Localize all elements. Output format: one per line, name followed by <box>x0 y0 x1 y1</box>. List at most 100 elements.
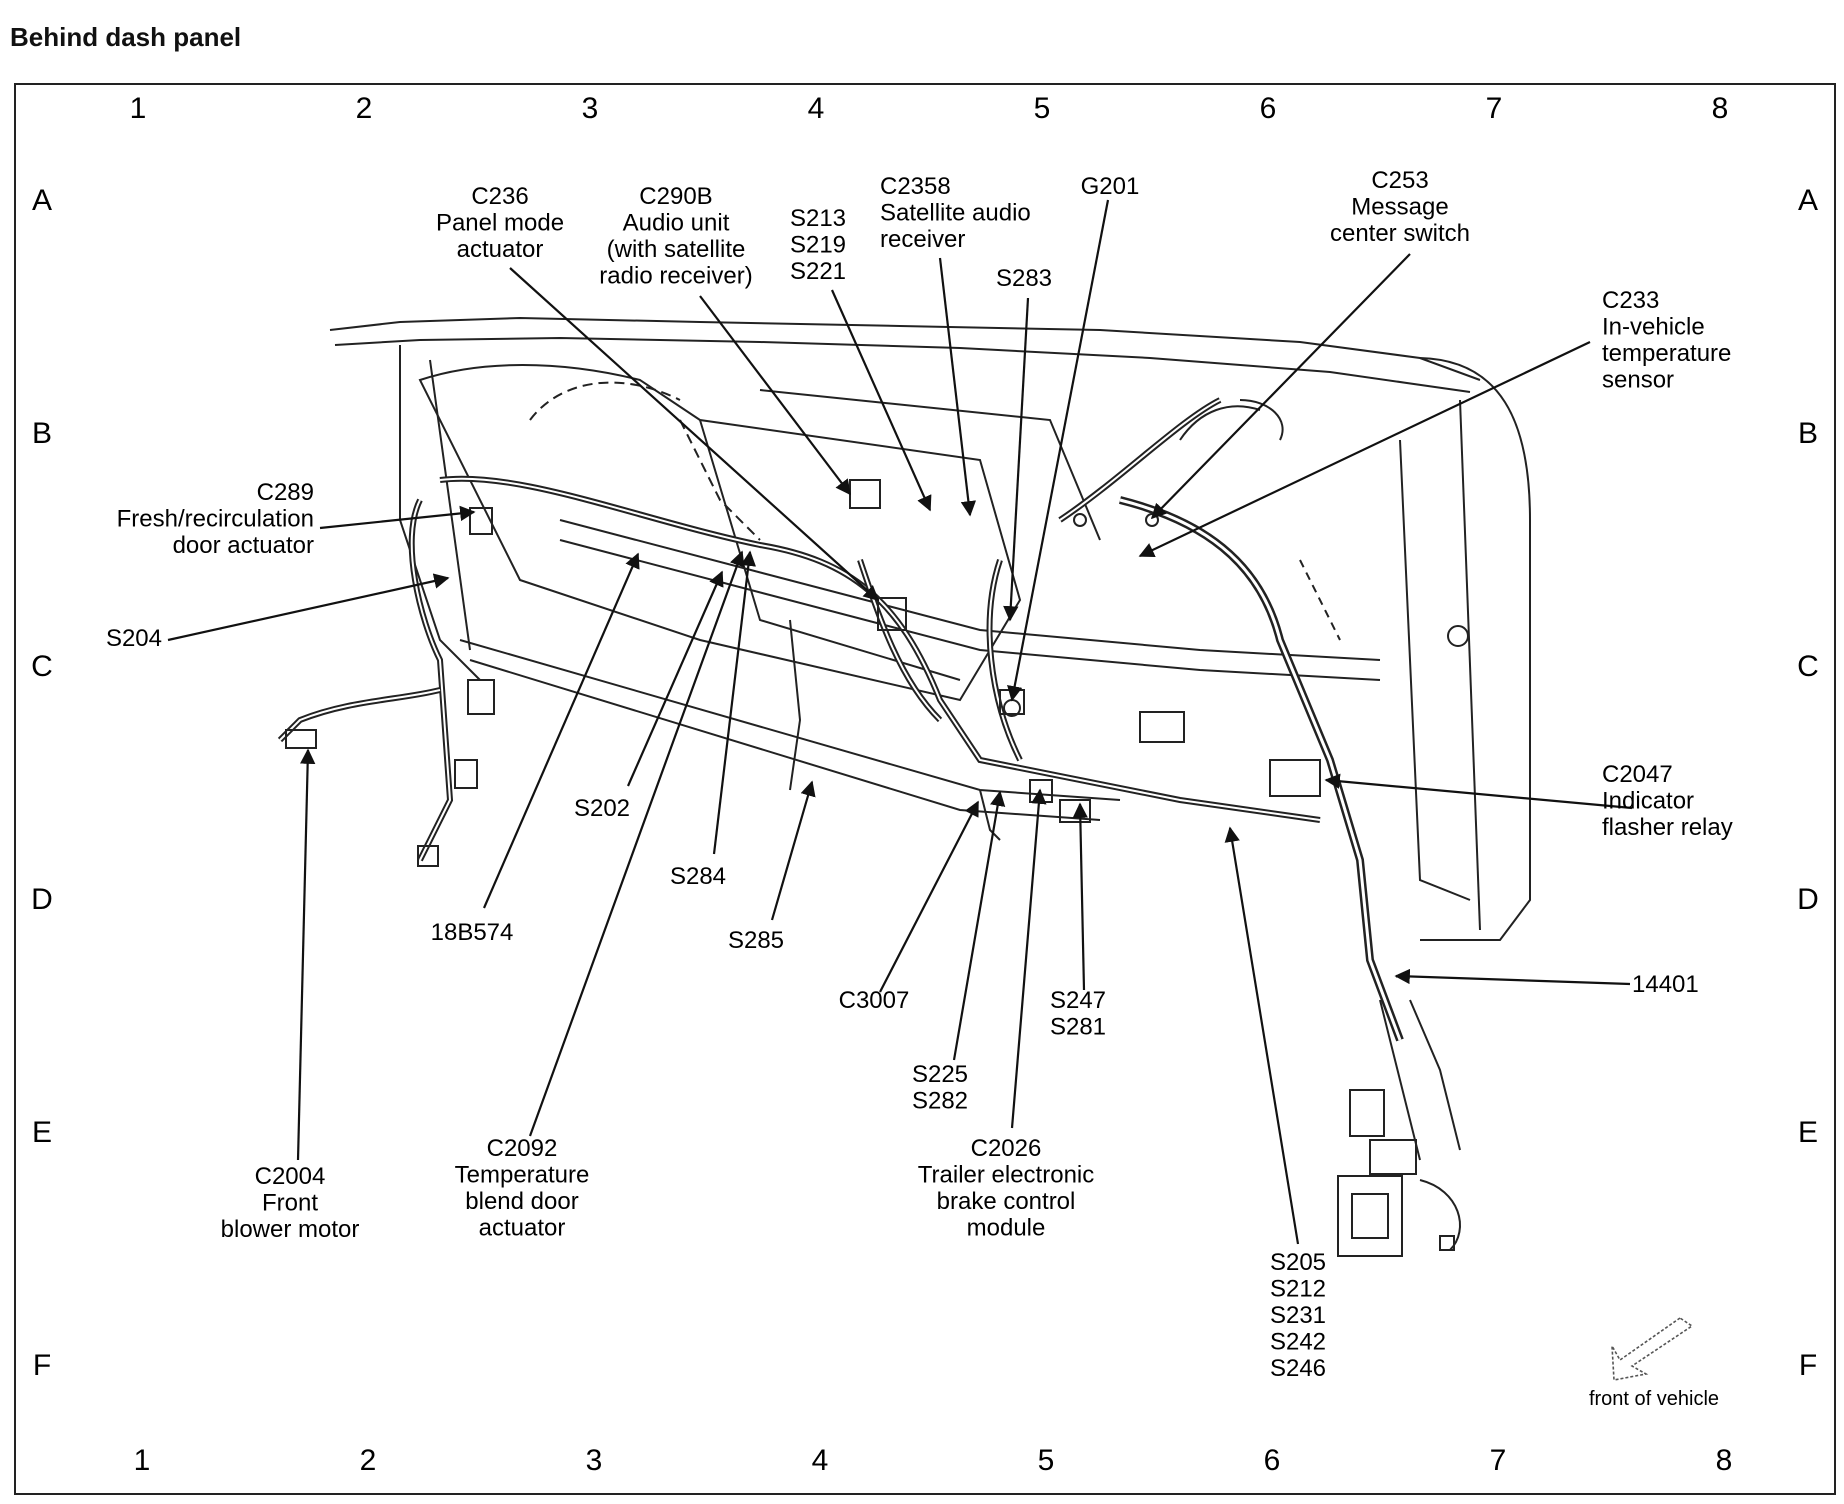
callout-c2047-line-2: flasher relay <box>1602 814 1733 841</box>
callout-c2092-line-3: actuator <box>479 1215 566 1242</box>
grid-column-label-3-bottom: 3 <box>586 1444 603 1477</box>
callout-s283-line-0: S283 <box>996 265 1052 292</box>
callout-c2092-line-2: blend door <box>465 1188 578 1215</box>
callout-s205-line-1: S212 <box>1270 1276 1326 1303</box>
callout-c253-line-1: Message <box>1351 194 1448 221</box>
callout-c233-line-1: In-vehicle <box>1602 314 1705 341</box>
callout-s205-line-0: S205 <box>1270 1249 1326 1276</box>
grid-column-label-8-bottom: 8 <box>1716 1444 1733 1477</box>
callout-s247-line-0: S247 <box>1050 987 1106 1014</box>
front-arrow-icon <box>1611 1317 1694 1381</box>
callout-c233-line-3: sensor <box>1602 367 1674 394</box>
callout-s205-line-4: S246 <box>1270 1355 1326 1382</box>
callout-c236-line-2: actuator <box>457 236 544 263</box>
front-of-vehicle-label: front of vehicle <box>1589 1388 1719 1410</box>
grid-row-label-F-right: F <box>1799 1349 1817 1382</box>
callout-c2004-line-0: C2004 <box>255 1163 326 1190</box>
callout-s202-line-0: S202 <box>574 795 630 822</box>
grid-column-label-3-top: 3 <box>582 92 599 125</box>
callout-s204-line-0: S204 <box>106 625 162 652</box>
grid-row-label-D-left: D <box>31 883 53 916</box>
grid-row-label-E-right: E <box>1798 1116 1818 1149</box>
callout-c290b-line-0: C290B <box>639 183 712 210</box>
grid-column-label-5-bottom: 5 <box>1038 1444 1055 1477</box>
callout-c3007: C3007 <box>839 987 910 1014</box>
grid-column-label-1-top: 1 <box>130 92 147 125</box>
diagram-frame <box>14 83 1836 1495</box>
callout-c290b-line-1: Audio unit <box>623 210 730 237</box>
callout-18b574: 18B574 <box>431 919 514 946</box>
callout-c233-line-0: C233 <box>1602 287 1659 314</box>
callout-c2358-line-1: Satellite audio <box>880 200 1031 227</box>
callout-s202: S202 <box>574 795 630 822</box>
front-of-vehicle-indicator: front of vehicle <box>1589 1317 1719 1410</box>
grid-column-label-4-bottom: 4 <box>812 1444 829 1477</box>
callout-s284: S284 <box>670 863 726 890</box>
grid-row-label-C-right: C <box>1797 650 1819 683</box>
grid-column-label-8-top: 8 <box>1712 92 1729 125</box>
leader-lines <box>167 199 1633 1245</box>
page-title: Behind dash panel <box>10 22 242 52</box>
callout-s213-line-2: S221 <box>790 258 846 285</box>
callout-c2092-line-1: Temperature <box>455 1162 590 1189</box>
callout-c289-line-1: Fresh/recirculation <box>117 506 314 533</box>
grid-row-label-D-right: D <box>1797 883 1819 916</box>
callout-18b574-line-0: 18B574 <box>431 919 514 946</box>
callout-s204: S204 <box>106 625 162 652</box>
callout-c253-line-0: C253 <box>1371 167 1428 194</box>
callout-c290b-line-3: radio receiver) <box>599 263 752 290</box>
grid-column-label-7-bottom: 7 <box>1490 1444 1507 1477</box>
callout-c2358-line-0: C2358 <box>880 173 951 200</box>
callout-c2092-line-0: C2092 <box>487 1135 558 1162</box>
callout-14401-line-0: 14401 <box>1632 971 1699 998</box>
callout-c289-line-2: door actuator <box>173 532 314 559</box>
callout-s213-line-1: S219 <box>790 232 846 259</box>
callout-s225-line-0: S225 <box>912 1061 968 1088</box>
callout-c290b-line-2: (with satellite <box>607 236 746 263</box>
grid-row-label-E-left: E <box>32 1116 52 1149</box>
callout-c2047-line-1: Indicator <box>1602 788 1694 815</box>
grid-column-label-6-bottom: 6 <box>1264 1444 1281 1477</box>
grid-row-label-F-left: F <box>33 1349 51 1382</box>
grid-column-label-1-bottom: 1 <box>134 1444 151 1477</box>
callout-c2004-line-1: Front <box>262 1190 318 1217</box>
callout-s247-line-1: S281 <box>1050 1014 1106 1041</box>
callout-s284-line-0: S284 <box>670 863 726 890</box>
callout-c253-line-2: center switch <box>1330 220 1470 247</box>
grid-row-label-A-left: A <box>32 184 52 217</box>
callout-s213-line-0: S213 <box>790 205 846 232</box>
grid-column-label-7-top: 7 <box>1486 92 1503 125</box>
callout-c236-line-1: Panel mode <box>436 210 564 237</box>
callout-c2026-line-2: brake control <box>937 1188 1076 1215</box>
callout-c2004-line-2: blower motor <box>221 1216 360 1243</box>
callout-s205-line-2: S231 <box>1270 1302 1326 1329</box>
grid-column-label-5-top: 5 <box>1034 92 1051 125</box>
callout-s225-line-1: S282 <box>912 1088 968 1115</box>
grid-row-label-B-right: B <box>1798 417 1818 450</box>
callout-c2026-line-0: C2026 <box>971 1135 1042 1162</box>
callout-c2026-line-1: Trailer electronic <box>918 1162 1095 1189</box>
callout-c2026-line-3: module <box>967 1215 1046 1242</box>
callout-c2358-line-2: receiver <box>880 226 965 253</box>
callout-s283: S283 <box>996 265 1052 292</box>
grid-column-label-4-top: 4 <box>808 92 825 125</box>
callout-s285-line-0: S285 <box>728 927 784 954</box>
callout-c233-line-2: temperature <box>1602 340 1731 367</box>
grid-column-label-2-bottom: 2 <box>360 1444 377 1477</box>
